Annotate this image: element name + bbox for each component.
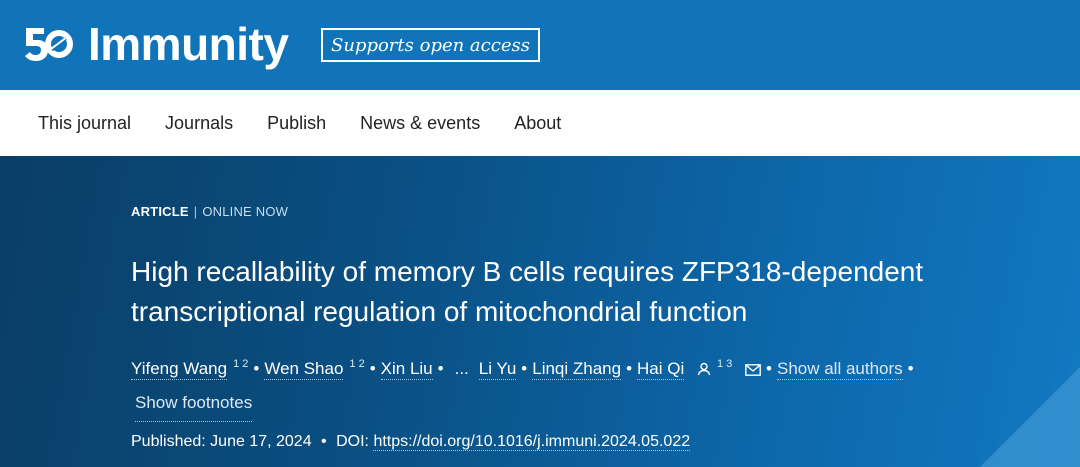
author-ellipsis: ... (454, 358, 469, 378)
journal-logo[interactable]: Immunity (22, 14, 289, 74)
nav-about[interactable]: About (514, 112, 562, 133)
brand-header: Immunity Supports open access (0, 0, 1080, 90)
published-date: June 17, 2024 (210, 433, 312, 450)
article-type-label: ARTICLE | ONLINE NOW (131, 204, 288, 219)
author-link[interactable]: Xin Liu (380, 358, 433, 380)
author-link[interactable]: Linqi Zhang (532, 358, 622, 380)
published-label: Published: (131, 433, 206, 450)
journal-name: Immunity (88, 18, 289, 70)
article-type-separator: | (193, 204, 198, 219)
doi-link[interactable]: https://doi.org/10.1016/j.immuni.2024.05… (373, 433, 691, 451)
author-link[interactable]: Yifeng Wang (131, 358, 228, 380)
nav-this-journal[interactable]: This journal (38, 112, 132, 133)
author-link[interactable]: Hai Qi (637, 358, 685, 380)
author-separator: • (766, 358, 772, 378)
publication-info: Published: June 17, 2024 • DOI: https://… (131, 433, 691, 451)
author-separator: • (907, 358, 914, 378)
show-footnotes-button[interactable]: Show footnotes (135, 386, 253, 422)
nav-publish[interactable]: Publish (267, 112, 327, 133)
nav-journals[interactable]: Journals (165, 112, 234, 133)
article-title: High recallability of memory B cells req… (131, 256, 924, 327)
person-icon[interactable] (697, 362, 711, 376)
article-status: ONLINE NOW (202, 204, 289, 219)
author-separator: • (369, 358, 376, 378)
nav-news-events[interactable]: News & events (360, 112, 481, 133)
author-affiliations: 1 2 (233, 358, 249, 370)
article-hero: ARTICLE | ONLINE NOW High recallability of… (0, 156, 1080, 467)
author-affiliations: 1 3 (717, 358, 733, 370)
main-nav: This journal Journals Publish News & eve… (0, 90, 1080, 156)
author-separator: • (437, 358, 444, 378)
author-affiliations: 1 2 (349, 358, 365, 370)
author-separator: • (253, 358, 260, 378)
email-icon[interactable] (745, 363, 761, 376)
author-link[interactable]: Li Yu (478, 358, 517, 380)
author-separator: • (626, 358, 633, 378)
author-link[interactable]: Wen Shao (264, 358, 344, 380)
decorative-triangle-icon (980, 367, 1080, 467)
show-all-authors-button[interactable]: Show all authors (776, 358, 903, 380)
article-type: ARTICLE (131, 204, 189, 219)
open-access-badge[interactable]: Supports open access (321, 28, 540, 62)
doi-label: DOI: (336, 433, 369, 450)
fifty-anniversary-logo-icon (25, 28, 73, 61)
author-separator: • (521, 358, 528, 378)
info-separator: • (321, 433, 327, 450)
